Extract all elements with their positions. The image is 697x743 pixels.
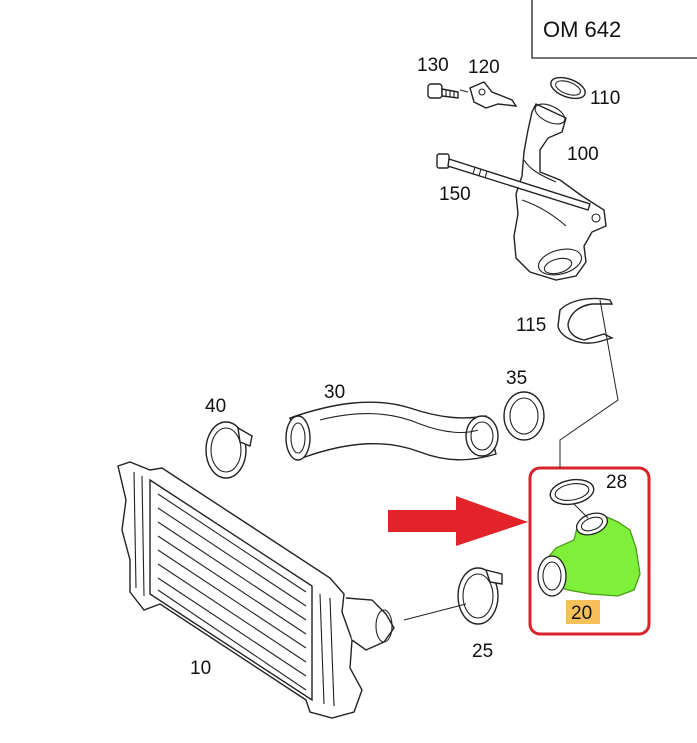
part-10-charge-air-cooler[interactable] [117,461,395,719]
part-20-intake-pipe[interactable] [537,509,641,597]
label-40: 40 [205,396,226,417]
part-110-gasket[interactable] [548,73,588,102]
label-20: 20 [571,603,592,624]
label-10: 10 [190,658,211,679]
part-40-clamp[interactable] [205,421,253,479]
label-25: 25 [472,641,493,662]
part-35-ring[interactable] [503,391,545,441]
leader-lines [403,89,619,621]
label-35: 35 [506,368,527,389]
label-115: 115 [516,315,546,336]
label-120: 120 [468,57,500,78]
part-120-bracket[interactable] [469,81,518,109]
highlight-frame [528,466,651,636]
pointer-arrow [388,496,528,546]
label-30: 30 [324,382,345,403]
label-130: 130 [417,55,449,76]
part-150-bolt[interactable] [436,153,591,211]
label-28: 28 [606,472,627,493]
part-labels: 130 120 110 100 150 115 35 30 40 28 20 2… [190,55,627,679]
part-30-charge-air-hose[interactable] [285,401,499,461]
engine-code-text: OM 642 [543,17,621,42]
part-28-seal-ring[interactable] [548,476,595,507]
part-115-clip[interactable] [557,297,614,344]
engine-code-box: OM 642 [531,0,697,59]
label-150: 150 [439,184,471,205]
part-25-clamp[interactable] [457,567,503,625]
label-20-background [566,600,600,624]
label-100: 100 [567,144,599,165]
label-110: 110 [590,88,620,109]
part-130-bolt[interactable] [427,83,459,99]
part-100-intake-housing[interactable] [513,100,607,281]
